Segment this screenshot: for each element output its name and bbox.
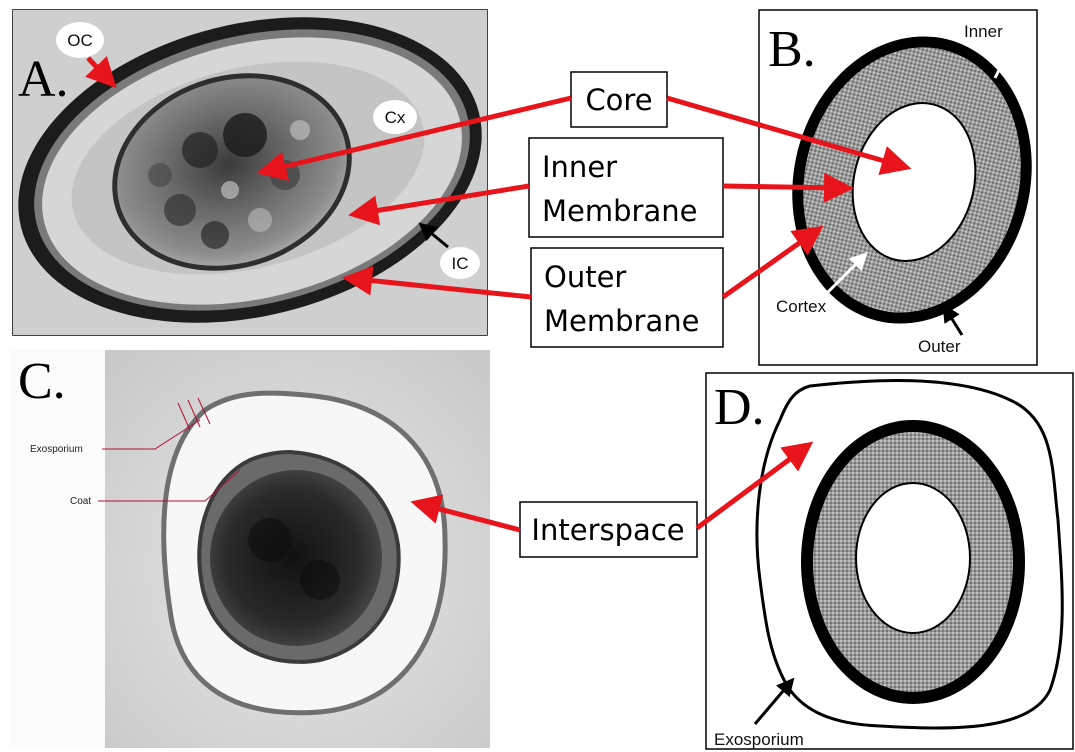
panel-c-letter: C. (18, 353, 66, 410)
core-schematic-d (856, 483, 970, 633)
panel-b-letter: B. (768, 21, 816, 78)
coat-c-label: Coat (70, 496, 91, 507)
cortex-label: Cortex (776, 297, 827, 316)
oc-label: OC (67, 31, 93, 50)
panel-c-micrograph (10, 350, 490, 748)
ic-label: IC (452, 254, 469, 273)
cx-label: Cx (385, 108, 406, 127)
inner-membrane-callout-line2: Membrane (542, 194, 697, 228)
panel-c: C. Exosporium Coat (10, 350, 490, 748)
core-callout-label: Core (585, 83, 652, 117)
panel-d-letter: D. (714, 379, 765, 436)
exosporium-c-label: Exosporium (30, 444, 83, 455)
inner-label: Inner (964, 22, 1003, 41)
panel-d: D. Exosporium (706, 373, 1073, 749)
panel-a-letter: A. (18, 51, 69, 108)
panel-a: A. OC Cx IC (0, 0, 514, 369)
outer-membrane-callout-line1: Outer (544, 260, 626, 294)
outer-label: Outer (918, 337, 961, 356)
inner-membrane-callout-line1: Inner (542, 150, 617, 184)
core-micrograph-c (210, 470, 382, 646)
exosporium-d-label: Exosporium (714, 730, 804, 749)
interspace-callout-label: Interspace (531, 513, 684, 547)
inner-membrane-arrow-to-b (723, 186, 840, 188)
outer-membrane-callout-line2: Membrane (544, 304, 699, 338)
